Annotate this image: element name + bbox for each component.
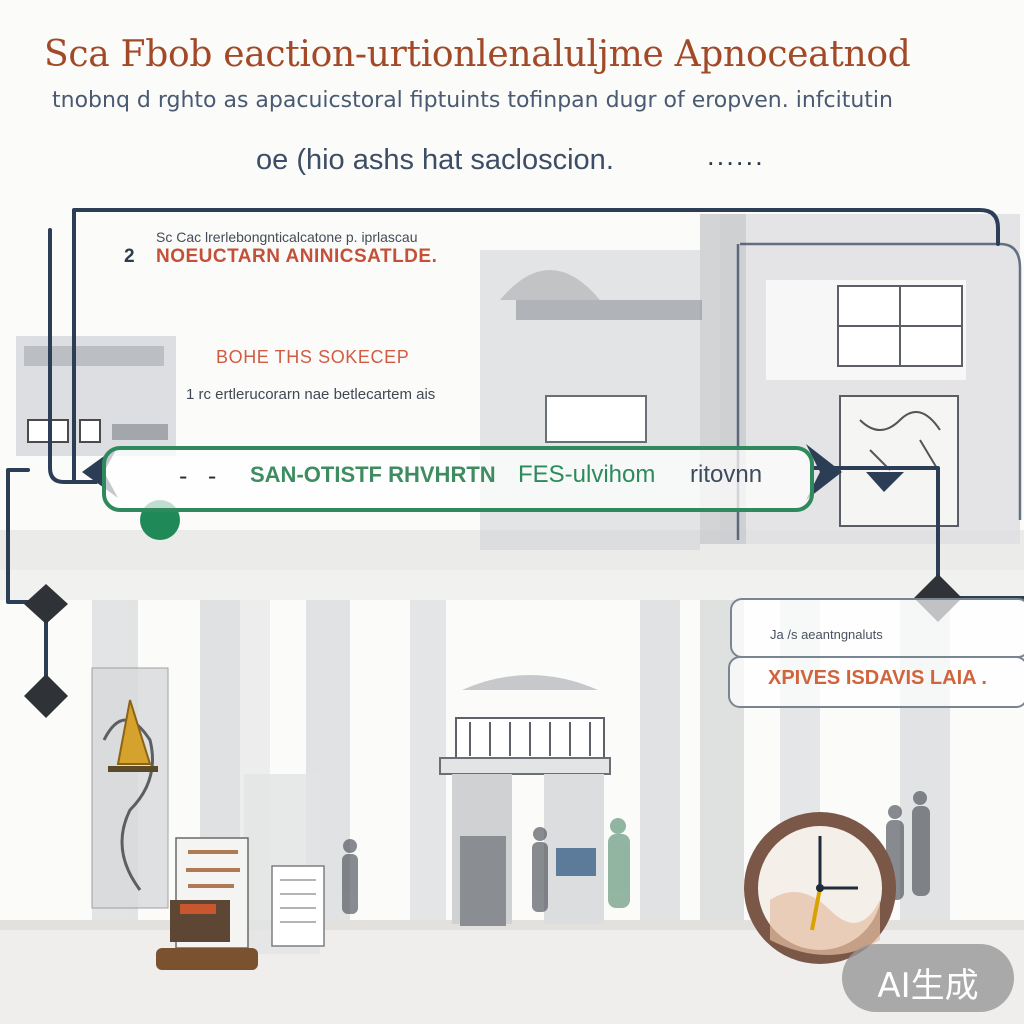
banner-text-a: SAN-OTISTF RHVHRTN [250,462,496,487]
clock-icon [744,812,896,964]
arrow-right-icon [806,444,842,500]
panel-heading: NOEUCTARN ANINICSATLDE. [156,246,438,267]
sailboat-icon [116,699,152,765]
page-title: Sca Fbob eaction-urtionlenaluljme Apnoce… [44,34,911,75]
banner-box [102,446,814,512]
diamond-connector-icon [24,584,68,624]
info-card-2 [728,656,1024,708]
ellipsis-text: ...... [706,150,764,169]
ai-generated-label: AI生成 [877,966,979,1006]
page-subtitle: tnobnq d rghto as apacuicstoral fiptuint… [52,88,893,113]
info-card-2-text: XPIVES ISDAVIS LAIA . [768,667,987,689]
info-card-1-text: Ja /s aeantngnaluts [770,627,883,642]
banner-dash: - - [176,462,220,490]
panel-number: 2 [124,246,135,267]
panel-line: 1 rc ertlerucorarn nae betlecartem ais [186,386,436,403]
ai-generated-badge [842,944,1014,1012]
banner-text-c: ritovnn [690,461,763,488]
diamond-connector-icon [24,674,68,718]
page-subline: oe (hio ashs hat sacloscion. [256,144,614,176]
banner-text-b: FES-ulvihom [518,461,656,488]
panel-subheading: BOHE THS SOKECEP [216,347,410,367]
panel-small-text: Sc Cac lrerlebongnticalcatone p. iprlasc… [156,229,418,245]
